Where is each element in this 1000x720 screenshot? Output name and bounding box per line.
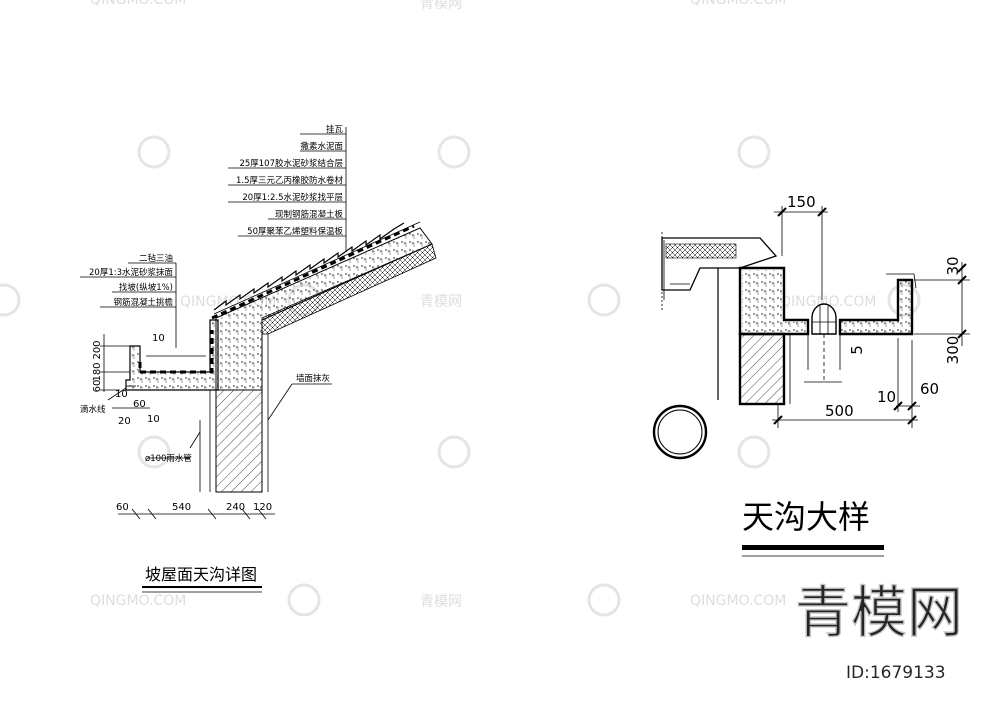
insulation-band	[665, 243, 737, 259]
dim-right: 300	[944, 336, 962, 365]
layer-label: 20厚1:2.5水泥砂浆找平层	[242, 192, 343, 203]
gutter-note: 二毡三油	[139, 253, 173, 264]
roof-tiles	[213, 222, 405, 311]
watermark-small: QINGMO.COM	[90, 0, 186, 8]
dim-bottom: 500	[825, 402, 854, 420]
layer-label: 25厚107胶水泥砂浆结合层	[239, 158, 343, 169]
layer-label: 撒素水泥面	[300, 141, 343, 152]
watermark-layer: QINGMO.COM QINGMO.COM QINGMO.COM QINGMO.…	[0, 0, 964, 683]
layer-label: 现制钢筋混凝土板	[275, 209, 344, 220]
watermark-small: QINGMO.COM	[690, 593, 786, 609]
dim-bottom: 540	[172, 502, 191, 513]
layer-label: 1.5厚三元乙丙橡胶防水卷材	[236, 175, 344, 186]
watermark-tile	[0, 135, 921, 617]
watermark-id: ID:1679133	[846, 663, 946, 683]
right-detail: 150 500 10 60 30 300 5 天沟大样	[652, 193, 970, 557]
watermark-small: QINGMO.COM	[690, 0, 786, 8]
pipe-plan-circle	[652, 404, 708, 460]
dim-small: 60	[920, 380, 939, 398]
watermark-small-cn: 青模网	[420, 294, 462, 310]
callout-pipe: ø100雨水管	[145, 453, 192, 464]
waterproof-membrane	[211, 224, 415, 320]
dim-small: 10	[877, 388, 896, 406]
gutter-note: 钢筋混凝土挑檐	[113, 297, 173, 308]
dim-h: 60	[133, 399, 146, 410]
gutter-channel	[125, 319, 219, 391]
dim-v: 10	[115, 389, 128, 400]
gutter-note: 找坡(纵坡1%)	[119, 282, 173, 293]
watermark-small: QINGMO.COM	[780, 294, 876, 310]
dim-ticks	[131, 508, 267, 520]
dim-v: 10	[152, 333, 165, 344]
dim-v: 60	[92, 380, 103, 393]
dim-bottom: 120	[253, 502, 272, 513]
watermark-small-cn: 青模网	[420, 0, 462, 12]
callout-wall: 墙面抹灰	[296, 373, 330, 384]
right-title-underline	[742, 545, 884, 550]
dim-right: 30	[944, 256, 962, 275]
dim-v: 200	[92, 340, 103, 359]
dim-v: 180	[92, 362, 103, 381]
insulation-layer	[261, 243, 437, 335]
gutter-note: 20厚1:3水泥砂浆抹面	[89, 267, 173, 278]
left-title: 坡屋面天沟详图	[145, 565, 257, 584]
right-title: 天沟大样	[742, 498, 870, 536]
left-detail: 挂瓦 撒素水泥面 25厚107胶水泥砂浆结合层 1.5厚三元乙丙橡胶防水卷材 2…	[80, 124, 437, 593]
watermark-small: QINGMO.COM	[90, 593, 186, 609]
dim-h: 20	[118, 416, 131, 427]
watermark-brand: 青模网	[795, 581, 963, 646]
layer-label: 50厚聚苯乙烯塑料保温板	[247, 226, 343, 237]
dim-top: 150	[787, 193, 816, 211]
layer-leaders	[228, 133, 346, 237]
rain-outlet	[804, 303, 842, 383]
dim-inner: 5	[848, 345, 866, 355]
dim-h: 10	[147, 414, 160, 425]
gutter-membrane	[138, 330, 214, 374]
layer-label: 挂瓦	[326, 124, 344, 135]
column	[738, 332, 786, 406]
callout-drip: 滴水线	[80, 404, 106, 415]
wall	[215, 389, 263, 493]
dim-bottom: 60	[116, 502, 129, 513]
dim-bottom: 240	[226, 502, 245, 513]
watermark-small-cn: 青模网	[420, 594, 462, 610]
